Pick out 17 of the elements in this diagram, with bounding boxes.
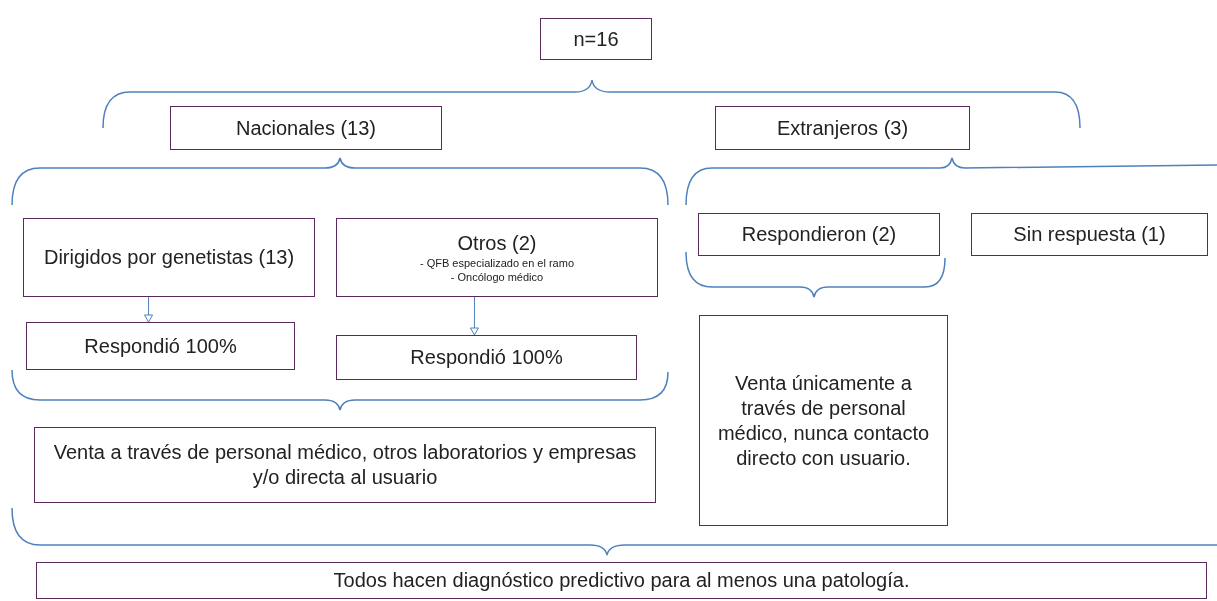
arrow bbox=[469, 296, 479, 336]
text-box: Venta únicamente a través de personal médico, nunca contacto directo con usuario. bbox=[699, 315, 948, 526]
arrow bbox=[144, 296, 154, 323]
text-box: Respondió 100% bbox=[336, 335, 637, 380]
text-box: Venta a través de personal médico, otros laboratorios y empresas y/o directa al usuario bbox=[34, 427, 656, 503]
list-item: - Oncólogo médico bbox=[450, 270, 544, 285]
text-box: Respondieron (2) bbox=[698, 213, 940, 256]
text-box: n=16 bbox=[540, 18, 652, 60]
box-heading: Otros (2) bbox=[457, 230, 537, 256]
text-box: Respondió 100% bbox=[26, 322, 295, 370]
list-item: - QFB especializado en el ramo bbox=[419, 255, 575, 270]
text-box: Extranjeros (3) bbox=[715, 106, 970, 150]
text-box bbox=[336, 218, 658, 297]
text-box: Dirigidos por genetistas (13) bbox=[23, 218, 315, 297]
text-box: Todos hacen diagnóstico predictivo para al menos una patología. bbox=[36, 562, 1207, 599]
text-box: Nacionales (13) bbox=[170, 106, 442, 150]
text-box: Sin respuesta (1) bbox=[971, 213, 1208, 256]
